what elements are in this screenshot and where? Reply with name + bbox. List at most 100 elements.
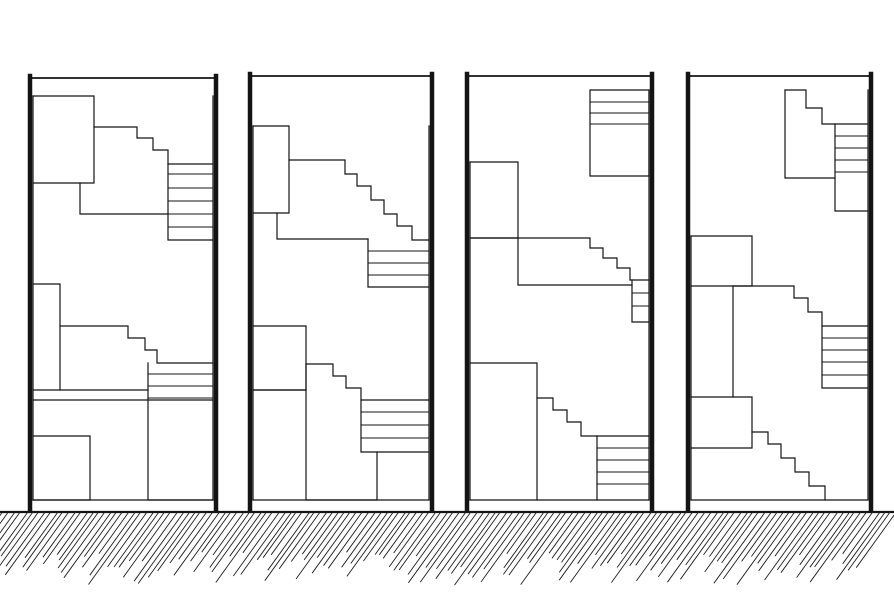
hatch-stroke (122, 511, 171, 578)
stair-treads (589, 101, 650, 125)
hatch-stroke (229, 511, 262, 557)
hatch-stroke (635, 511, 675, 566)
stair-well (821, 325, 869, 389)
hatch-stroke (0, 511, 16, 534)
hatch-stroke (316, 511, 351, 558)
stair-treads (167, 173, 214, 228)
hatch-stroke (4, 511, 51, 576)
hatch-stroke (660, 511, 699, 564)
hatch-stroke (346, 511, 394, 577)
stair-well (360, 399, 430, 453)
hatch-stroke (0, 511, 21, 541)
stair-profile (93, 126, 214, 165)
stair-treads (834, 135, 869, 173)
hatch-stroke (24, 511, 59, 559)
hatch-stroke (262, 511, 297, 558)
hatch-stroke (751, 511, 784, 557)
hatch-stroke (107, 511, 148, 568)
hatch-stroke (270, 511, 303, 556)
hatch-stroke (570, 511, 622, 583)
hatch-stroke (831, 511, 867, 561)
hatch-stroke (0, 511, 39, 567)
hatch-stroke (408, 511, 460, 584)
hatch-stroke (809, 511, 862, 583)
stair-profile (751, 431, 826, 501)
hatch-stroke (721, 511, 759, 564)
room-block (252, 125, 290, 214)
stair-treads (360, 411, 430, 439)
room-block (784, 89, 836, 179)
hatch-stroke (56, 511, 89, 555)
hatch-stroke (483, 511, 526, 570)
hatch-stroke (685, 511, 725, 566)
hatch-stroke (341, 511, 382, 568)
hatch-stroke (0, 511, 29, 552)
stair-well (147, 362, 214, 501)
hatch-stroke (676, 511, 712, 561)
hatch-stroke (556, 511, 592, 561)
hatch-stroke (529, 511, 567, 563)
hatch-stroke (303, 511, 339, 561)
hatch-stroke (323, 511, 363, 566)
hatch-stroke (63, 511, 112, 579)
hatch-stroke (240, 511, 287, 575)
hatch-stroke (799, 511, 831, 556)
hatch-stroke (407, 511, 454, 575)
stair-profile (784, 89, 869, 125)
landing-outline (79, 182, 169, 215)
hatch-stroke (350, 511, 389, 564)
stair-outline (305, 363, 378, 501)
hatch-stroke (780, 511, 826, 573)
hatch-stroke (311, 511, 357, 574)
hatch-stroke (606, 511, 645, 564)
hatch-stroke (520, 511, 574, 585)
hatch-stroke (178, 511, 214, 560)
stair-treads (367, 250, 430, 276)
hatch-stroke (480, 511, 532, 583)
hatch-stroke (0, 511, 9, 525)
hatch-stroke (561, 511, 599, 563)
hatch-stroke (26, 511, 70, 571)
hatch-stroke (147, 511, 196, 578)
hatch-stroke (704, 511, 749, 573)
hatch-stroke (713, 511, 766, 584)
hatch-stroke (193, 511, 238, 573)
hatch-stroke (363, 511, 400, 562)
hatch-stroke (22, 511, 63, 568)
hatch-stroke (374, 511, 407, 555)
hatch-stroke (128, 511, 165, 562)
stair-well (367, 238, 430, 288)
hatch-stroke (256, 511, 293, 561)
hatch-stroke (290, 511, 328, 562)
stair-well (167, 163, 214, 241)
hatch-stroke (703, 511, 735, 556)
landing-outline (517, 237, 633, 286)
hatch-stroke (600, 511, 640, 566)
stair-treads (821, 337, 869, 376)
stair-treads (631, 292, 650, 307)
hatch-stroke (201, 511, 232, 553)
hatch-stroke (616, 511, 658, 568)
hatch-stroke (133, 511, 185, 582)
hatch-stroke (551, 511, 586, 559)
hatch-stroke (0, 511, 34, 557)
hatch-stroke (278, 511, 321, 570)
hatch-stroke (611, 511, 663, 583)
hatch-stroke (425, 511, 467, 568)
building-section-4 (685, 71, 874, 513)
hatch-stroke (736, 511, 790, 585)
hatch-stroke (382, 511, 417, 559)
hatch-stroke (113, 511, 155, 568)
hatch-stroke (211, 511, 256, 573)
hatch-stroke (595, 511, 627, 556)
hatch-stroke (436, 511, 478, 570)
stair-profile (536, 397, 598, 501)
stair-treads (147, 373, 214, 399)
landing-outline (276, 212, 369, 240)
hatch-stroke (42, 511, 76, 558)
room-block (32, 283, 61, 391)
hatch-stroke (799, 511, 839, 566)
hatch-stroke (629, 511, 669, 567)
hatch-stroke (508, 511, 555, 576)
ground-hatching (0, 511, 894, 586)
